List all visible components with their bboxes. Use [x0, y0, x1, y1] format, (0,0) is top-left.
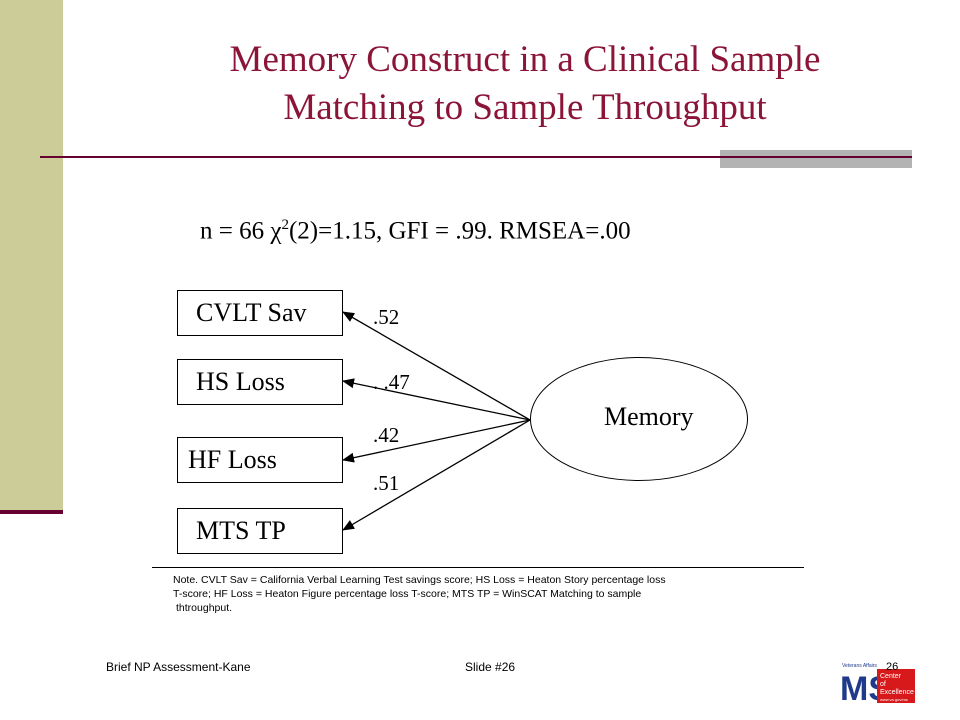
footer-center: Slide #26 — [465, 660, 516, 674]
note-divider — [152, 567, 804, 568]
title-line-2: Matching to Sample Throughput — [283, 87, 767, 128]
fit-statistics: n = 66 χ2(2)=1.15, GFI = .99. RMSEA=.00 — [200, 217, 631, 245]
indicator-box-hf: HF Loss — [177, 437, 343, 483]
chi-superscript: 2 — [281, 217, 289, 233]
arrow-cvlt — [342, 311, 531, 421]
chi-symbol: χ — [270, 217, 282, 245]
logo-side-line-3: Excellence — [880, 689, 914, 696]
sidebar-bottom-line — [0, 510, 63, 514]
indicator-label-hf: HF Loss — [188, 445, 277, 474]
stats-rest: (2)=1.15, GFI = .99. RMSEA=.00 — [288, 217, 631, 245]
title-line-1: Memory Construct in a Clinical Sample — [229, 39, 821, 80]
loading-cvlt: .52 — [373, 305, 400, 329]
logo-small-text: Veterans Affairs — [842, 663, 877, 669]
arrow-hs — [342, 378, 531, 421]
logo-side-line-1: Center — [880, 673, 902, 680]
latent-ellipse — [530, 357, 748, 481]
title-underline — [40, 156, 912, 158]
logo-url: www.va.gov/ms — [880, 697, 908, 702]
sidebar-decoration — [0, 0, 63, 512]
indicator-label-mts: MTS TP — [196, 516, 286, 545]
footer-left: Brief NP Assessment-Kane — [106, 660, 251, 674]
indicator-label-hs: HS Loss — [196, 367, 285, 396]
loading-mts: .51 — [373, 471, 400, 495]
note-line-2: T-score; HF Loss = Heaton Figure percent… — [173, 588, 642, 600]
stats-prefix: n = 66 — [200, 217, 271, 245]
note-line-1: Note. CVLT Sav = California Verbal Learn… — [173, 574, 666, 586]
indicator-box-hs: HS Loss — [177, 359, 343, 405]
note-line-3: thtroughput. — [176, 602, 233, 614]
logo-side-line-2: of — [880, 681, 886, 688]
latent-label: Memory — [604, 402, 694, 431]
va-ms-logo: Veterans Affairs MS Center of Excellence… — [840, 660, 915, 708]
slide-title: Memory Construct in a Clinical Sample Ma… — [100, 36, 950, 132]
loading-hf: .42 — [373, 423, 400, 447]
diagram-note: Note. CVLT Sav = California Verbal Learn… — [173, 573, 773, 615]
arrow-mts — [342, 419, 531, 531]
title-accent-bar — [720, 150, 912, 168]
arrow-hf — [342, 419, 531, 463]
indicator-label-cvlt: CVLT Sav — [196, 298, 307, 327]
indicator-box-mts: MTS TP — [177, 508, 343, 554]
indicator-box-cvlt: CVLT Sav — [177, 290, 343, 336]
loading-hs: . .47 — [373, 370, 410, 394]
footer-page-number: 26 — [886, 661, 898, 673]
